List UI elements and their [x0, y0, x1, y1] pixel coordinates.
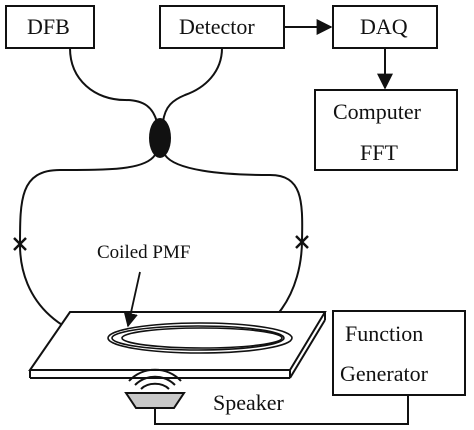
speaker-icon: [124, 368, 186, 409]
computer-label: Computer: [333, 99, 421, 124]
function-generator-box: [332, 310, 466, 396]
fiber-coupler: [149, 118, 171, 158]
plate-edge-right: [289, 319, 326, 379]
fiber-loop-left: [18, 154, 156, 346]
splice-mark-left: [13, 237, 27, 251]
fiber-dfb-to-coupler: [69, 47, 158, 123]
coiled-pmf: [107, 322, 293, 354]
coiled-pmf-label: Coiled PMF: [97, 242, 191, 263]
computer-fft-box: [314, 89, 458, 171]
speaker-to-function-generator-wire: [154, 395, 409, 425]
generator-label: Generator: [340, 361, 428, 386]
function-label: Function: [345, 321, 424, 346]
detector-label: Detector: [179, 14, 255, 39]
splice-mark-right: [295, 235, 309, 249]
fiber-detector-to-coupler: [162, 47, 223, 123]
coiled-pmf-pointer: [123, 271, 141, 328]
dfb-box: [5, 5, 95, 49]
fft-label: FFT: [360, 140, 398, 165]
speaker-label: Speaker: [213, 390, 284, 415]
dfb-label: DFB: [27, 14, 70, 39]
daq-label: DAQ: [360, 14, 408, 39]
